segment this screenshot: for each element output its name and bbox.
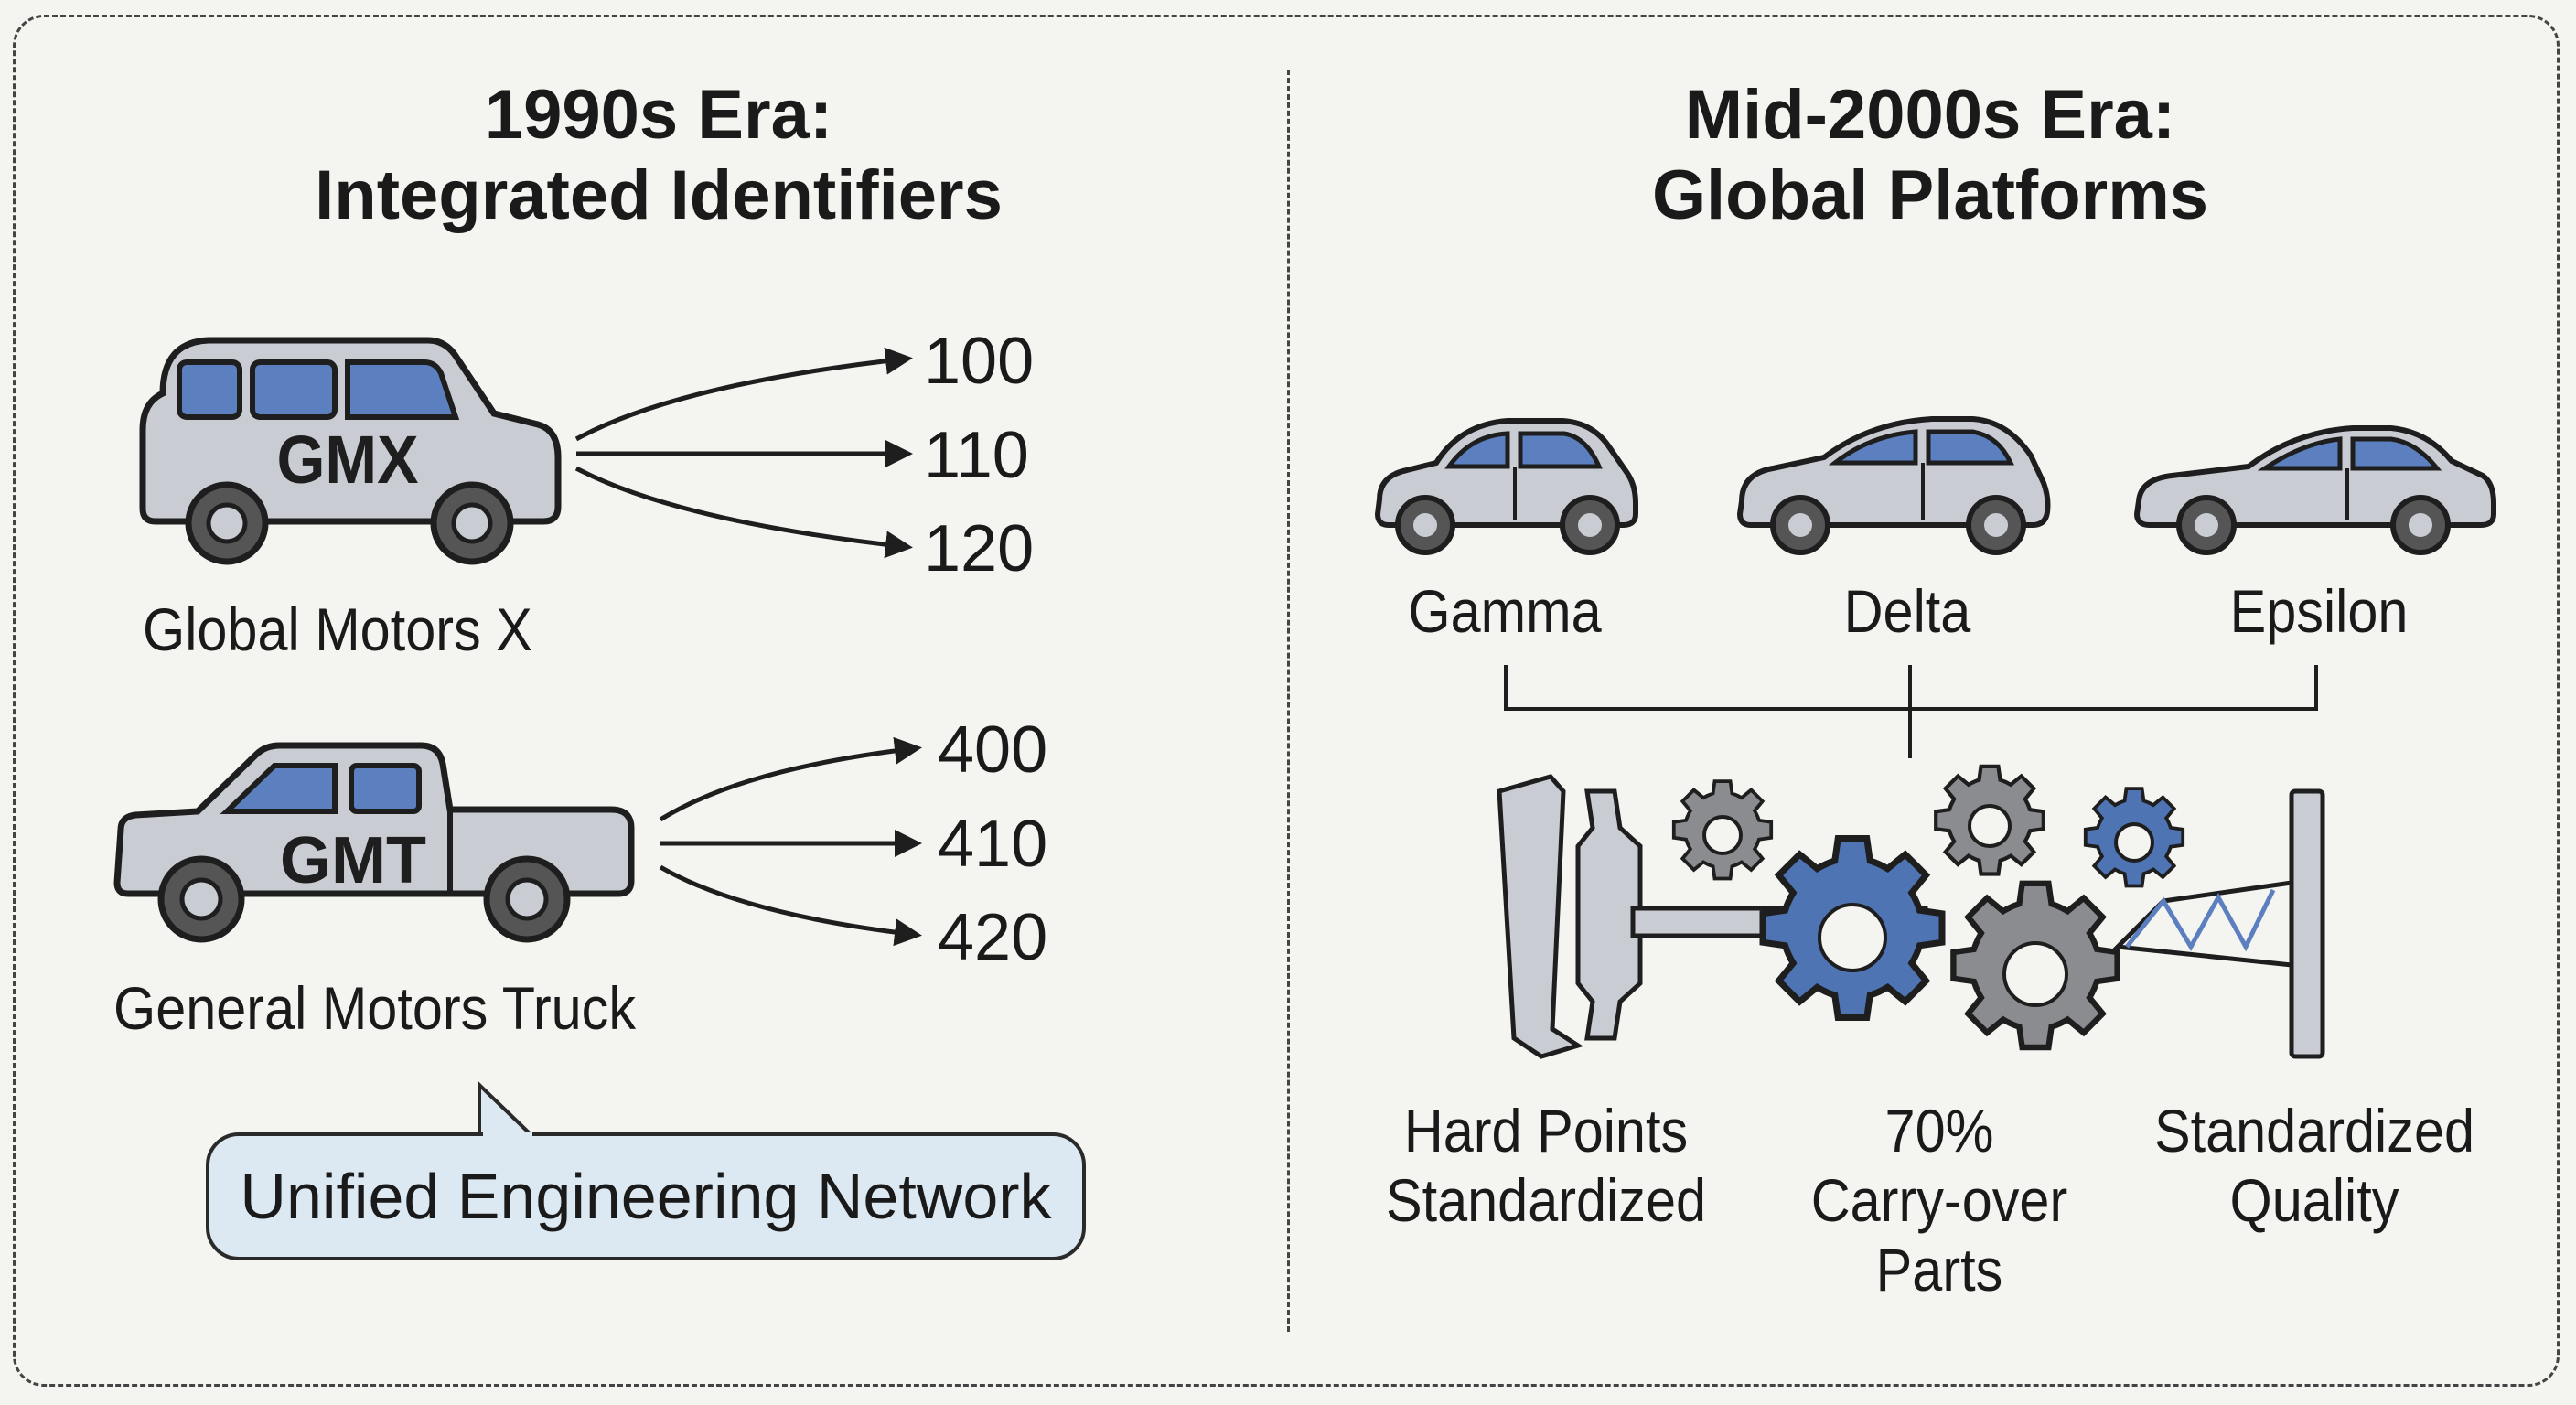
- right-heading-line1: Mid-2000s Era:: [1684, 76, 2176, 154]
- chassis-gears-icon: [1497, 755, 2325, 1059]
- callout-tail: [478, 1081, 534, 1140]
- right-heading-line2: Global Platforms: [1651, 156, 2209, 234]
- feature-carry-over-line3: Parts: [1875, 1236, 2003, 1303]
- right-heading: Mid-2000s Era: Global Platforms: [1473, 75, 2388, 236]
- feature-carry-over-line1: 70%: [1884, 1097, 1994, 1164]
- arrow-to-400: [659, 736, 922, 822]
- gmx-code-110: 110: [924, 419, 1029, 492]
- platform-gamma: Gamma: [1408, 577, 1602, 645]
- feature-quality-line1: Standardized: [2153, 1097, 2475, 1164]
- arrow-to-120: [574, 466, 913, 559]
- feature-hard-points-line2: Standardized: [1385, 1166, 1707, 1234]
- suv-icon: GMX: [139, 337, 562, 565]
- delta-car-icon: [1736, 416, 2051, 555]
- left-heading: 1990s Era: Integrated Identifiers: [192, 75, 1125, 236]
- gmx-arrows: [574, 347, 913, 559]
- vehicle2-name: General Motors Truck: [113, 974, 637, 1042]
- gmx-code-100: 100: [924, 325, 1035, 398]
- feature-quality: Standardized Quality: [2133, 1096, 2496, 1235]
- gamma-car-icon: [1374, 418, 1638, 555]
- left-heading-line2: Integrated Identifiers: [315, 156, 1003, 234]
- feature-hard-points: Hard Points Standardized: [1365, 1096, 1727, 1235]
- vehicle1-name: Global Motors X: [143, 595, 532, 663]
- feature-hard-points-line1: Hard Points: [1403, 1097, 1689, 1164]
- truck-badge: GMT: [280, 824, 426, 897]
- feature-quality-line2: Quality: [2229, 1166, 2399, 1234]
- diagram-frame: [13, 15, 2560, 1387]
- callout-text: Unified Engineering Network: [240, 1161, 1052, 1232]
- callout-tail-cover: [483, 1132, 532, 1138]
- gmt-code-410: 410: [938, 808, 1048, 881]
- epsilon-car-icon: [2133, 425, 2496, 555]
- truck-icon: GMT: [113, 742, 635, 943]
- feature-carry-over: 70% Carry-over Parts: [1758, 1096, 2120, 1304]
- gmt-code-420: 420: [938, 901, 1048, 974]
- gmx-code-120: 120: [924, 512, 1035, 585]
- arrow-to-100: [574, 347, 913, 442]
- platform-bracket: [1504, 665, 2318, 758]
- platform-epsilon: Epsilon: [2229, 577, 2409, 645]
- gmt-code-400: 400: [938, 713, 1048, 787]
- arrow-to-420: [659, 864, 922, 947]
- feature-carry-over-line2: Carry-over: [1810, 1166, 2068, 1234]
- suv-badge: GMX: [276, 423, 418, 498]
- platform-delta: Delta: [1843, 577, 1971, 645]
- gmt-arrows: [659, 736, 922, 947]
- callout-box: [206, 1132, 1086, 1260]
- panel-divider: [1287, 70, 1290, 1332]
- left-heading-line1: 1990s Era:: [484, 76, 833, 154]
